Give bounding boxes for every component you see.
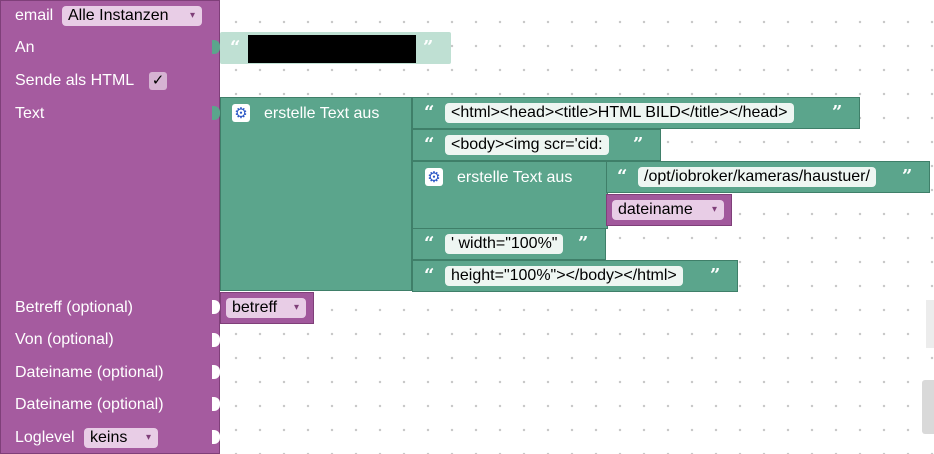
close-quote-icon: ” bbox=[578, 233, 589, 254]
gear-icon[interactable]: ⚙ bbox=[232, 104, 250, 122]
trash-can-icon[interactable] bbox=[922, 380, 934, 434]
path-text-field[interactable]: /opt/iobroker/kameras/haustuer/ bbox=[638, 167, 876, 187]
inner-text-join-label: erstelle Text aus bbox=[457, 169, 573, 186]
input-notch-file2 bbox=[212, 397, 220, 411]
input-notch-text bbox=[212, 106, 220, 120]
input-notch-betreff bbox=[212, 300, 220, 314]
input-notch-file1 bbox=[212, 365, 220, 379]
chevron-down-icon: ▾ bbox=[145, 432, 151, 443]
loglevel-label: Loglevel bbox=[15, 429, 75, 446]
loglevel-dropdown[interactable]: keins ▾ bbox=[84, 428, 158, 448]
input-notch-an bbox=[212, 40, 220, 54]
input-notch-loglevel bbox=[212, 430, 220, 444]
zoom-control-edge[interactable] bbox=[926, 300, 934, 348]
dateiname-dropdown-value: dateiname bbox=[618, 201, 693, 218]
chevron-down-icon: ▾ bbox=[711, 204, 717, 215]
close-quote-icon: ” bbox=[633, 134, 644, 155]
file1-label: Dateiname (optional) bbox=[15, 364, 164, 381]
email-title: email bbox=[15, 7, 54, 24]
chevron-down-icon: ▾ bbox=[293, 302, 299, 313]
instance-dropdown[interactable]: Alle Instanzen ▾ bbox=[62, 6, 202, 26]
dateiname-dropdown[interactable]: dateiname ▾ bbox=[612, 200, 724, 220]
file2-label: Dateiname (optional) bbox=[15, 396, 164, 413]
betreff-dropdown[interactable]: betreff ▾ bbox=[226, 298, 306, 318]
close-quote-icon: ” bbox=[832, 102, 843, 123]
gear-icon[interactable]: ⚙ bbox=[425, 168, 443, 186]
open-quote-icon: “ bbox=[230, 37, 241, 58]
subject-label: Betreff (optional) bbox=[15, 299, 133, 316]
text-join-label: erstelle Text aus bbox=[264, 105, 380, 122]
chevron-down-icon: ▾ bbox=[189, 10, 195, 21]
betreff-dropdown-value: betreff bbox=[232, 299, 278, 316]
email-block-output-strip bbox=[0, 290, 220, 454]
input-notch-von bbox=[212, 333, 220, 347]
text-item-3-field[interactable]: ' width="100%" bbox=[445, 234, 564, 254]
open-quote-icon: “ bbox=[424, 233, 435, 254]
open-quote-icon: “ bbox=[424, 265, 435, 286]
text-item-1-field[interactable]: <html><head><title>HTML BILD</title></he… bbox=[445, 103, 794, 123]
close-quote-icon: ” bbox=[902, 166, 913, 187]
close-quote-icon: ” bbox=[710, 265, 721, 286]
text-item-4-field[interactable]: height="100%"></body></html> bbox=[445, 266, 683, 286]
close-quote-icon: ” bbox=[423, 37, 434, 58]
text-item-2-field[interactable]: <body><img scr='cid: bbox=[445, 135, 609, 155]
html-label: Sende als HTML bbox=[15, 72, 135, 89]
redacted-recipient-field[interactable] bbox=[248, 35, 416, 63]
text-label: Text bbox=[15, 105, 45, 122]
text-join-block[interactable] bbox=[220, 97, 412, 291]
open-quote-icon: “ bbox=[424, 134, 435, 155]
open-quote-icon: “ bbox=[617, 166, 628, 187]
open-quote-icon: “ bbox=[424, 102, 435, 123]
send-html-checkbox[interactable]: ✓ bbox=[149, 72, 167, 90]
loglevel-dropdown-value: keins bbox=[90, 429, 128, 446]
from-label: Von (optional) bbox=[15, 331, 114, 348]
to-label: An bbox=[15, 39, 35, 56]
instance-dropdown-value: Alle Instanzen bbox=[68, 7, 169, 24]
